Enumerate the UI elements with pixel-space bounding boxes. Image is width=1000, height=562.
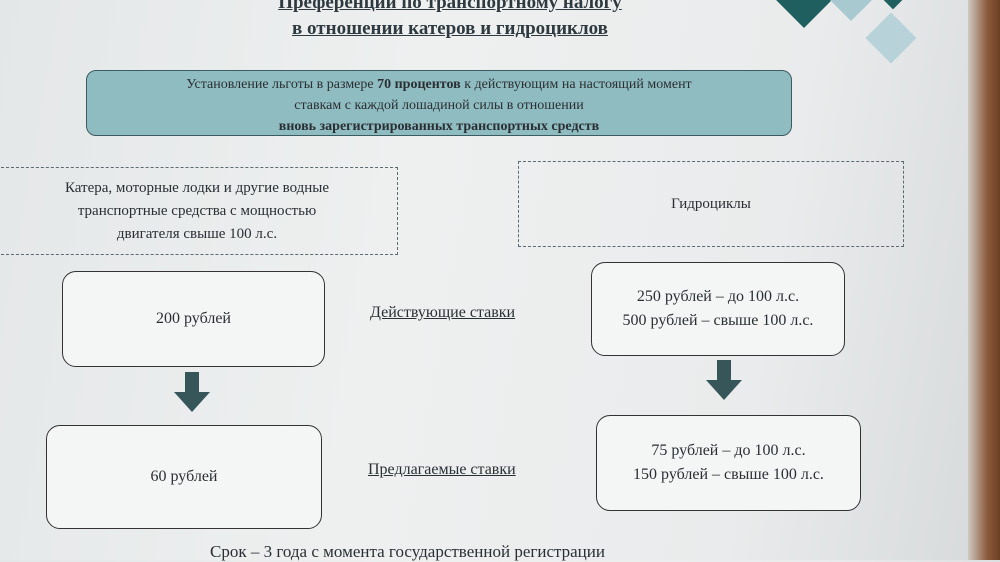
category-boats: Катера, моторные лодки и другие водные т… [0, 167, 398, 255]
proposed-rate-boats-value: 60 рублей [150, 468, 218, 485]
proposed-rates-label: Предлагаемые ставки [368, 461, 516, 478]
proposed-rate-jetskis-line2: 150 рублей – свыше 100 л.с. [633, 466, 824, 483]
current-rate-jetskis-line1: 250 рублей – до 100 л.с. [636, 288, 800, 305]
banner-line1-post: к действующим на настоящий момент [460, 77, 692, 92]
category-jetskis-label: Гидроциклы [671, 195, 751, 212]
desk-edge [968, 0, 1000, 560]
banner-line2: ставкам с каждой лошадиной силы в отноше… [294, 98, 584, 113]
banner-line1-bold: 70 процентов [377, 77, 461, 92]
proposed-rate-jetskis-line1: 75 рублей – до 100 л.с. [651, 442, 806, 459]
footer-term: Срок – 3 года с момента государственной … [210, 542, 605, 561]
proposed-rate-boats: 60 рублей [46, 425, 322, 529]
banner-line3: вновь зарегистрированных транспортных ср… [278, 119, 600, 134]
category-boats-line2: транспортные средства с мощностью [77, 202, 317, 219]
benefit-banner: Установление льготы в размере 70 процент… [86, 70, 792, 136]
category-boats-line3: двигателя свыше 100 л.с. [116, 225, 278, 242]
current-rates-label: Действующие ставки [370, 304, 516, 321]
arrow-down-icon-left [174, 372, 210, 412]
page-title-line1: Преференции по транспортному налогу [278, 0, 622, 13]
page-title-line2: в отношении катеров и гидроциклов [292, 18, 608, 39]
banner-line1: Установление льготы в размере 70 процент… [87, 74, 791, 95]
arrow-down-icon-right [706, 360, 742, 400]
proposed-rate-jetskis: 75 рублей – до 100 л.с. 150 рублей – свы… [596, 415, 861, 511]
current-rate-jetskis-line2: 500 рублей – свыше 100 л.с. [622, 312, 814, 329]
current-rate-boats-value: 200 рублей [156, 310, 231, 327]
current-rate-jetskis: 250 рублей – до 100 л.с. 500 рублей – св… [591, 262, 845, 356]
banner-line1-pre: Установление льготы в размере [186, 77, 378, 92]
category-jetskis: Гидроциклы [518, 161, 904, 247]
category-boats-line1: Катера, моторные лодки и другие водные [64, 179, 330, 196]
current-rate-boats: 200 рублей [62, 271, 325, 367]
